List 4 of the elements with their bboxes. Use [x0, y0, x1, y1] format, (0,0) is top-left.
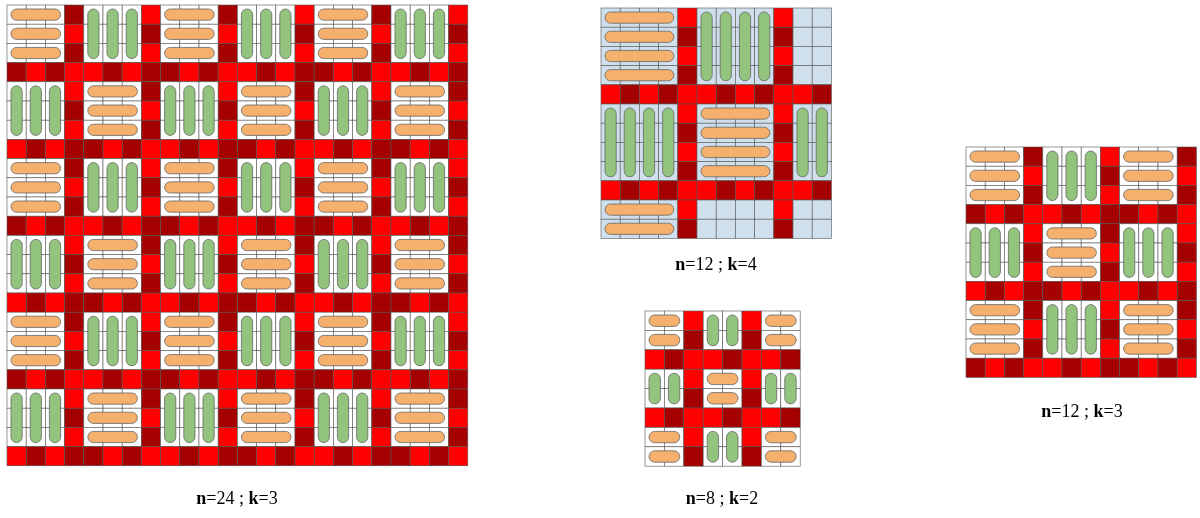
parameter-caption: n=8 ; k=2	[685, 488, 759, 509]
parameter-caption: n=24 ; k=3	[196, 488, 278, 509]
parameter-caption: n=12 ; k=3	[1041, 401, 1123, 422]
parameter-caption: n=12 ; k=4	[675, 254, 757, 275]
